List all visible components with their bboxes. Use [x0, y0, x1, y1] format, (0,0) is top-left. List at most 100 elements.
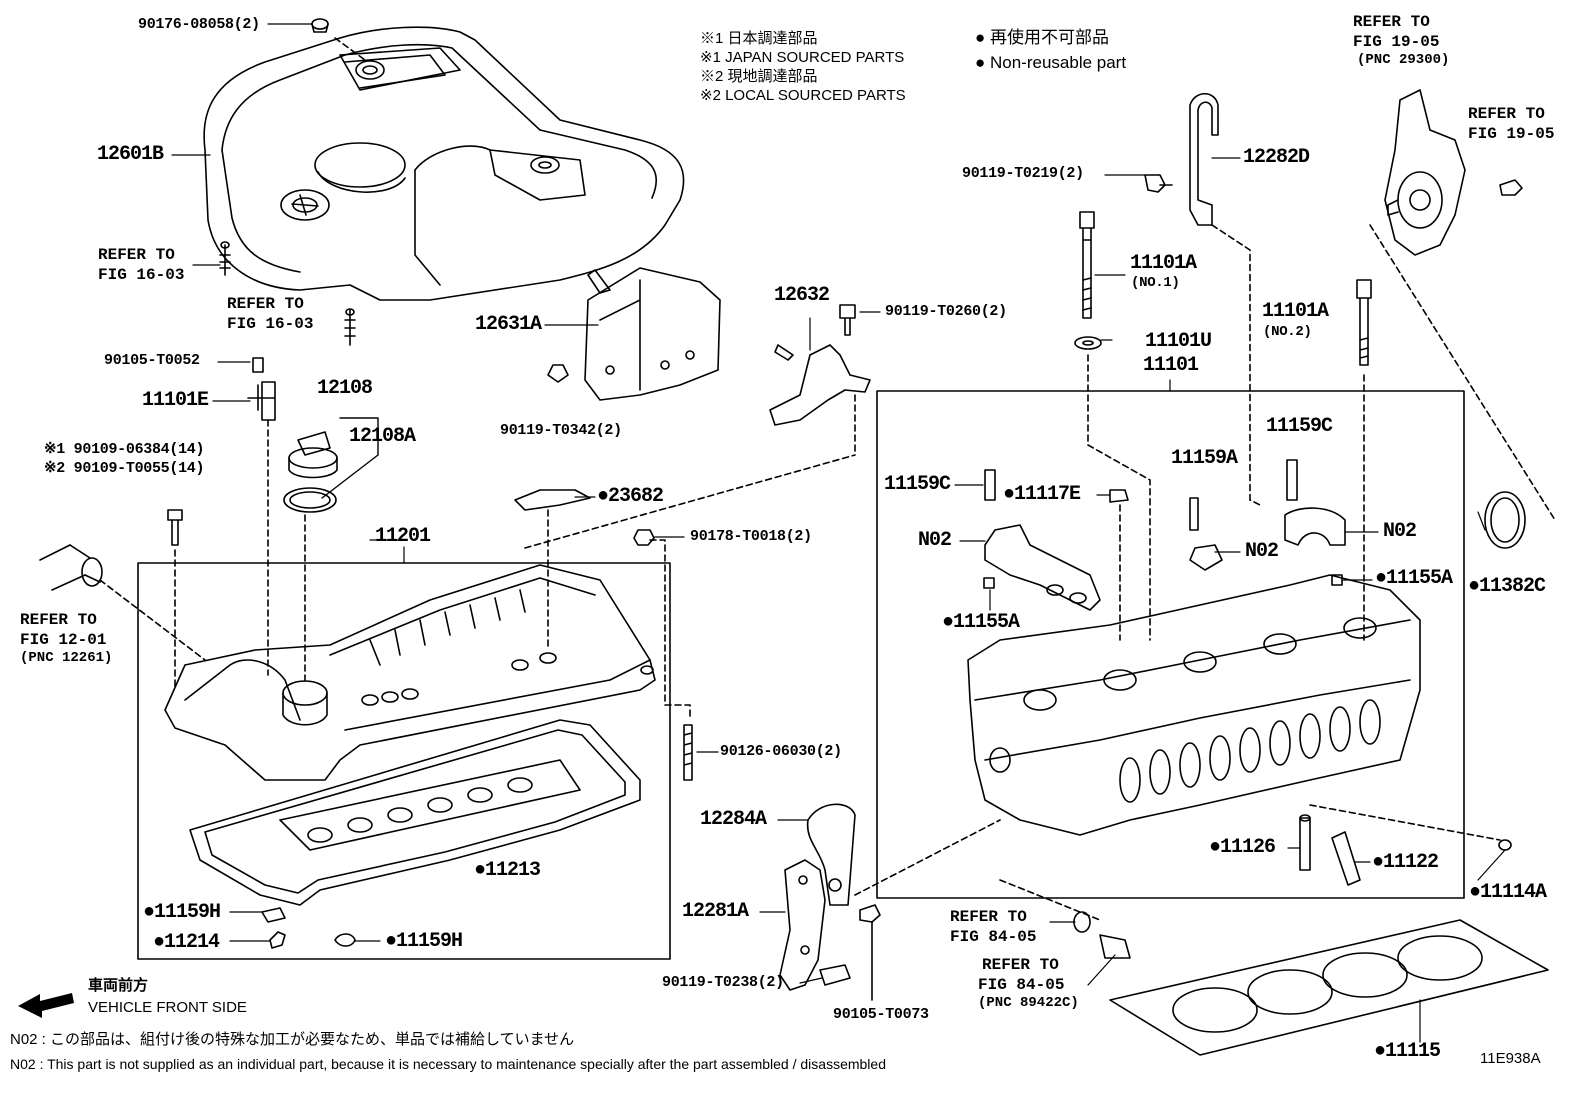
label-11101: 11101 — [1143, 354, 1199, 377]
n02-note-jp: N02 : この部品は、組付け後の特殊な加工が必要なため、単品では補給していませ… — [10, 1031, 575, 1048]
temp-sensor — [1073, 911, 1131, 959]
label-90119-T0260: 90119-T0260(2) — [885, 303, 1007, 320]
label-12632: 12632 — [774, 284, 830, 307]
label-90109-T0055: ※2 90109-T0055(14) — [44, 460, 205, 477]
label-90109-06384: ※1 90109-06384(14) — [44, 441, 205, 458]
label-11115: 11115 — [1374, 1041, 1441, 1063]
n02-note-en: N02 : This part is not supplied as an in… — [10, 1056, 886, 1072]
stud-90126 — [683, 724, 693, 781]
label-11159H-a: 11159H — [143, 902, 221, 924]
label-90119-T0219: 90119-T0219(2) — [962, 165, 1084, 182]
legend-japan-jp: ※1 日本調達部品 — [700, 30, 818, 47]
bracket-23682 — [514, 489, 591, 511]
label-12108A: 12108A — [349, 425, 416, 448]
legend-local-jp: ※2 現地調達部品 — [700, 68, 818, 85]
label-N02-b: N02 — [1245, 540, 1279, 563]
label-11201: 11201 — [375, 525, 431, 548]
legend-japan-en: ※1 JAPAN SOURCED PARTS — [700, 49, 905, 66]
tubes — [1299, 814, 1361, 886]
label-11159C-a: 11159C — [884, 473, 951, 496]
refer-84-05-a: REFER TO FIG 84-05 — [950, 908, 1037, 946]
refer-19-05-a: REFER TO FIG 19-05 (PNC 29300) — [1353, 13, 1450, 68]
figure-code: 11E938A — [1480, 1050, 1541, 1067]
bracket-12631A — [584, 267, 721, 401]
nut-90178 — [633, 529, 655, 546]
legend-nonreuse-jp: ● 再使用不可部品 — [975, 28, 1109, 47]
vacuum-pump — [1384, 89, 1523, 256]
head-gasket-11115 — [1109, 919, 1549, 1056]
refer-16-03-b: REFER TO FIG 16-03 — [227, 295, 314, 333]
label-12284A: 12284A — [700, 808, 767, 831]
head-cover-gasket-11213 — [189, 719, 641, 906]
label-90105-T0073: 90105-T0073 — [833, 1006, 929, 1023]
refer-84-05-b: REFER TO FIG 84-05 (PNC 89422C) — [978, 956, 1079, 1011]
legend-nonreuse-en: ● Non-reusable part — [975, 53, 1127, 72]
label-11159C-b: 11159C — [1266, 415, 1333, 438]
label-12631A: 12631A — [475, 313, 542, 336]
label-12281A: 12281A — [682, 900, 749, 923]
sensor-11101E — [247, 357, 276, 421]
label-90119-T0238: 90119-T0238(2) — [662, 974, 784, 991]
pin-11155A-b — [1331, 574, 1343, 586]
washer-11101U — [1074, 336, 1102, 350]
leader-lines — [171, 23, 1506, 1043]
pin-11155A-a — [983, 577, 995, 589]
label-11159H-b: 11159H — [385, 931, 463, 953]
bolt-11159C-a — [984, 469, 996, 501]
label-11382C: 11382C — [1468, 576, 1546, 598]
front-label-jp: 車両前方 — [88, 977, 149, 994]
bolt-90119-T0342 — [547, 364, 569, 383]
cylinder-head-cover-box — [137, 562, 671, 960]
label-11155A-a: 11155A — [942, 612, 1020, 634]
camshaft-bearing-caps — [984, 507, 1346, 611]
plug-11114A — [1498, 839, 1512, 851]
label-11101A-no1-sub: (NO.1) — [1131, 275, 1180, 291]
label-12601B: 12601B — [97, 143, 164, 166]
label-11155A-b: 11155A — [1375, 568, 1453, 590]
label-N02-c: N02 — [1383, 520, 1417, 543]
oil-filler-cap-12108 — [283, 431, 338, 513]
label-11101A-no1: 11101A — [1130, 252, 1197, 275]
label-90105-T0052: 90105-T0052 — [104, 352, 200, 369]
cap-90176 — [311, 18, 329, 33]
label-11101A-no2: 11101A — [1262, 300, 1329, 323]
label-11101A-no2-sub: (NO.2) — [1263, 324, 1312, 340]
oil-seal-11382C — [1484, 491, 1526, 549]
pcv-hose — [39, 544, 103, 591]
label-11101E: 11101E — [142, 389, 209, 412]
bolt-90119-T0219 — [1144, 174, 1173, 193]
label-11213: 11213 — [474, 860, 541, 882]
refer-12-01: REFER TO FIG 12-01 (PNC 12261) — [20, 611, 113, 666]
head-bolt-11101A-no1 — [1079, 211, 1095, 319]
label-90126: 90126-06030(2) — [720, 743, 842, 760]
label-11114A: 11114A — [1469, 882, 1547, 904]
label-11159A: 11159A — [1171, 447, 1238, 470]
bolt-90105-T0073 — [859, 904, 881, 923]
label-11101U: 11101U — [1145, 330, 1212, 353]
bracket-12632 — [769, 304, 871, 426]
hanger-12282D — [1189, 92, 1219, 226]
label-N02-a: N02 — [918, 529, 952, 552]
engine-cover-12601B — [203, 26, 685, 301]
bolt-11159A — [1189, 497, 1199, 531]
plug-11117E — [1109, 489, 1129, 503]
bolt-11159C-b — [1286, 459, 1298, 501]
front-label-en: VEHICLE FRONT SIDE — [88, 999, 247, 1016]
label-90119-T0342: 90119-T0342(2) — [500, 422, 622, 439]
label-12282D: 12282D — [1243, 146, 1310, 169]
legend-local-en: ※2 LOCAL SOURCED PARTS — [700, 87, 906, 104]
label-11122: 11122 — [1372, 852, 1439, 874]
studs-16-03 — [219, 241, 356, 346]
label-12108: 12108 — [317, 377, 373, 400]
head-bolt-11101A-no2 — [1356, 279, 1372, 366]
cylinder-head-cover-11201 — [164, 564, 656, 781]
bolt-90119-T0238 — [819, 964, 851, 986]
label-90176: 90176-08058(2) — [138, 16, 260, 33]
refer-19-05-b: REFER TO FIG 19-05 — [1468, 105, 1555, 143]
bolt-90109 — [167, 509, 183, 546]
refer-16-03-a: REFER TO FIG 16-03 — [98, 246, 185, 284]
label-11214: 11214 — [153, 932, 220, 954]
label-11117E: 11117E — [1003, 484, 1081, 506]
